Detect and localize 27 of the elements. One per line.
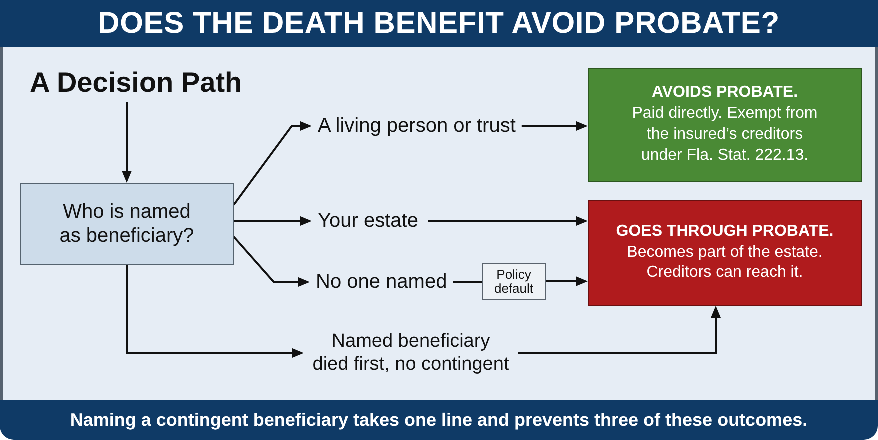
decision-box: [20, 183, 234, 265]
outcome-box: [588, 68, 862, 182]
outcome-box: [588, 200, 862, 306]
question-text: Who is named as beneficiary?: [58, 200, 196, 248]
outcome-heading: GOES THROUGH PROBATE.: [616, 222, 834, 242]
title-text: DOES THE DEATH BENEFIT AVOID PROBATE?: [98, 6, 780, 40]
arrow: [518, 306, 721, 354]
outcome-text: Paid directly. Exempt from the insured’s creditors under Fla. Stat. 222.13.: [631, 104, 819, 166]
arrow: [233, 236, 310, 288]
arrow: [122, 102, 132, 183]
option-label: A living person or trust: [318, 114, 516, 138]
option-label: Your estate: [318, 209, 418, 234]
arrow: [428, 216, 588, 226]
arrow: [233, 121, 312, 206]
option-label: No one named: [316, 270, 448, 294]
outcome-text: Becomes part of the estate. Creditors can reach it.: [626, 242, 824, 284]
note-text: Policy default: [493, 268, 535, 296]
arrow: [522, 121, 588, 132]
arrow: [126, 265, 304, 358]
option-label: Named beneficiary died first, no contingent: [312, 330, 510, 376]
arrow: [234, 216, 312, 226]
outcome-heading: AVOIDS PROBATE.: [652, 83, 798, 104]
path-heading: A Decision Path: [30, 66, 242, 100]
connector-line: [453, 281, 482, 284]
note-box: [482, 263, 546, 300]
arrow: [546, 276, 588, 286]
caption-text: Naming a contingent beneficiary takes one line and prevents three of these outcomes.: [70, 410, 808, 430]
